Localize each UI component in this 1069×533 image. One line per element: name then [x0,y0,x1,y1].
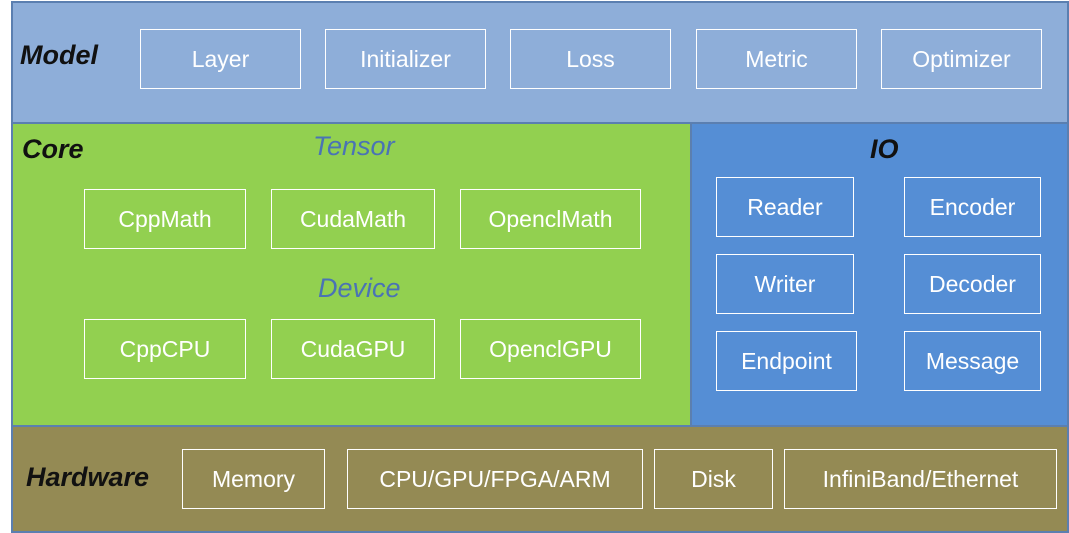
model-layer [11,1,1069,124]
model-item-loss: Loss [510,29,671,89]
io-item-message: Message [904,331,1041,391]
hardware-item-disk: Disk [654,449,773,509]
core-layer [11,122,692,427]
io-item-decoder: Decoder [904,254,1041,314]
model-item-layer: Layer [140,29,301,89]
hardware-title: Hardware [26,462,150,492]
io-title: IO [870,134,899,164]
io-item-endpoint: Endpoint [716,331,857,391]
tensor-item-cppmath: CppMath [84,189,246,249]
hardware-item-processors: CPU/GPU/FPGA/ARM [347,449,643,509]
hardware-item-memory: Memory [182,449,325,509]
model-item-optimizer: Optimizer [881,29,1042,89]
tensor-label: Tensor [313,131,395,161]
core-title: Core [22,134,84,164]
device-item-openclgpu: OpenclGPU [460,319,641,379]
io-item-encoder: Encoder [904,177,1041,237]
device-label: Device [318,273,401,303]
hardware-layer [11,425,1069,533]
tensor-item-cudamath: CudaMath [271,189,435,249]
model-title: Model [20,40,98,70]
model-item-initializer: Initializer [325,29,486,89]
tensor-item-openclmath: OpenclMath [460,189,641,249]
hardware-item-network: InfiniBand/Ethernet [784,449,1057,509]
device-item-cppcpu: CppCPU [84,319,246,379]
io-item-reader: Reader [716,177,854,237]
io-item-writer: Writer [716,254,854,314]
model-item-metric: Metric [696,29,857,89]
device-item-cudagpu: CudaGPU [271,319,435,379]
